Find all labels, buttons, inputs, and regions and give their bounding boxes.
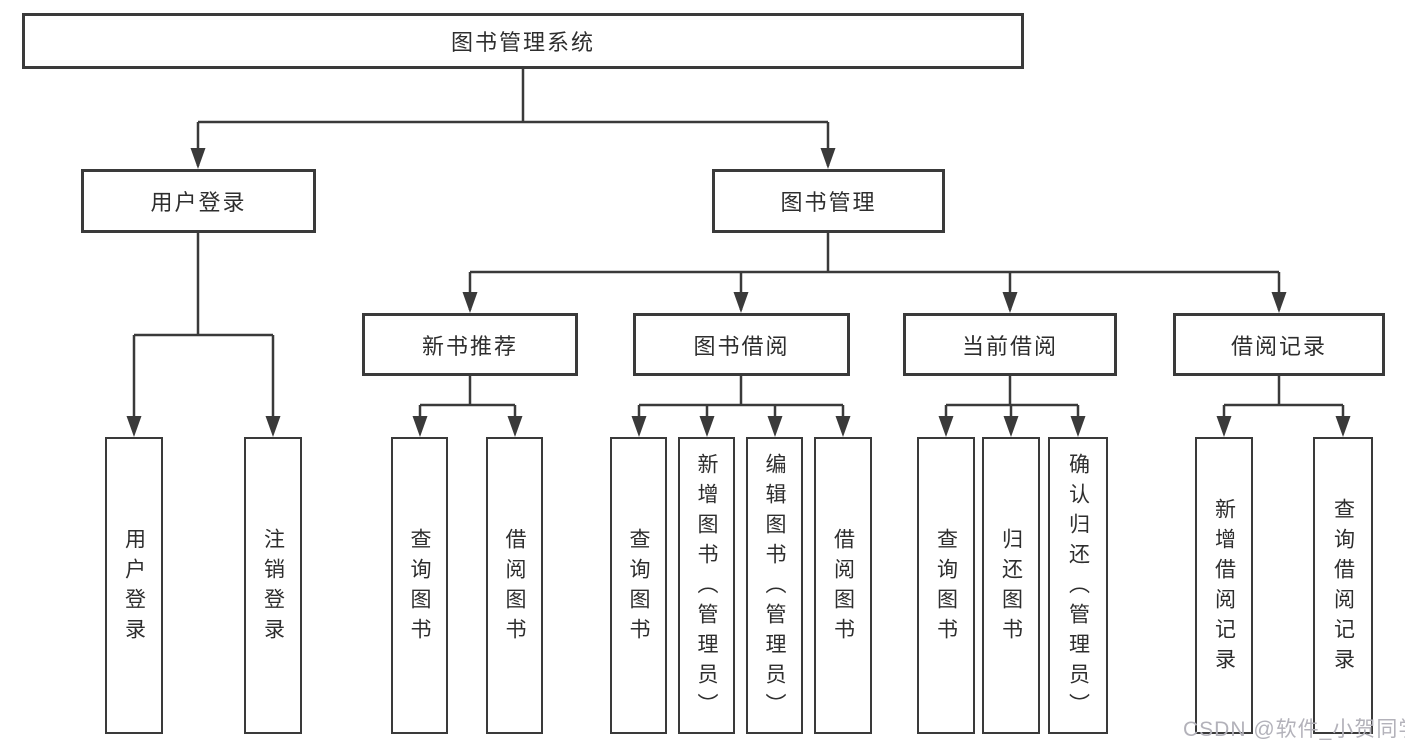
node-book-management: 图书管理 [712,169,945,233]
leaf-user-login: 用户登录 [105,437,163,734]
leaf-add-books-admin: 新增图书（管理员） [678,437,735,734]
leaf-logout: 注销登录 [244,437,302,734]
node-borrowing-records: 借阅记录 [1173,313,1385,376]
leaf-borrow-books: 借阅图书 [814,437,872,734]
node-root-system: 图书管理系统 [22,13,1024,69]
leaf-query-books: 查询图书 [917,437,975,734]
leaf-confirm-return-admin: 确认归还（管理员） [1048,437,1108,734]
leaf-query-borrow-record: 查询借阅记录 [1313,437,1373,734]
node-current-borrowing: 当前借阅 [903,313,1117,376]
leaf-query-books: 查询图书 [391,437,448,734]
leaf-query-books: 查询图书 [610,437,667,734]
csdn-watermark: CSDN @软件_小贺同学 [1183,718,1405,741]
leaf-add-borrow-record: 新增借阅记录 [1195,437,1253,734]
leaf-return-books: 归还图书 [982,437,1040,734]
leaf-edit-books-admin: 编辑图书（管理员） [746,437,803,734]
leaf-borrow-books: 借阅图书 [486,437,543,734]
node-book-borrowing: 图书借阅 [633,313,850,376]
node-user-login: 用户登录 [81,169,316,233]
node-new-book-recommend: 新书推荐 [362,313,578,376]
